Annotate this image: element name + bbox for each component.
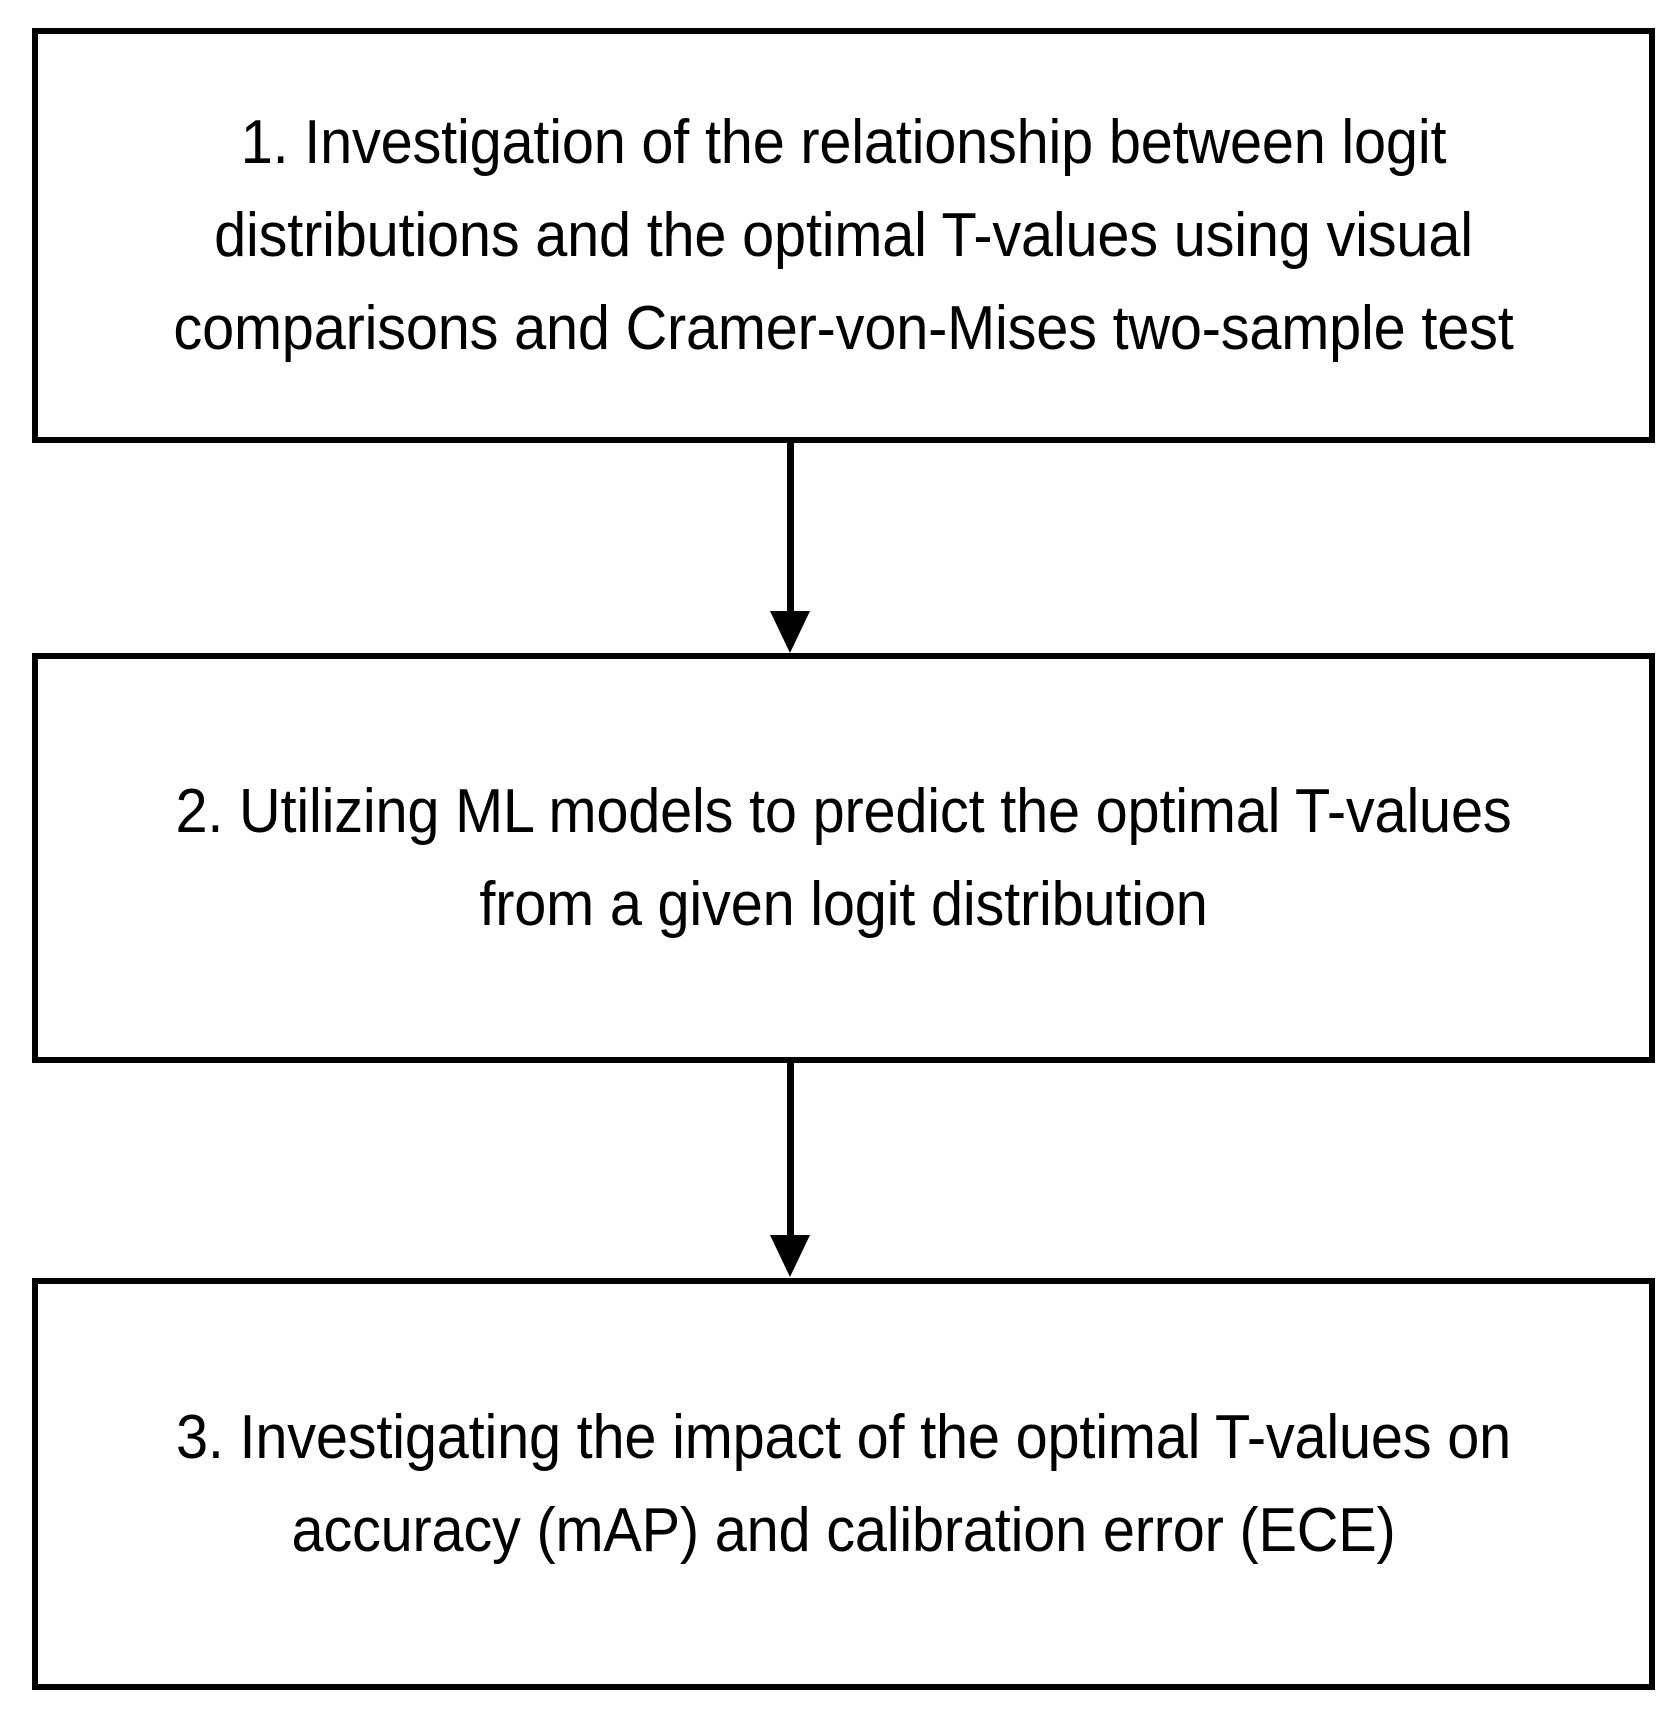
down-arrow-icon-step1-to-step2 [770,443,810,653]
flowchart-node-step-3: 3. Investigating the impact of the optim… [32,1278,1655,1690]
flowchart-node-step-1: 1. Investigation of the relationship bet… [32,28,1655,443]
arrow-shaft [787,443,794,615]
arrow-head [770,1235,810,1277]
flowchart-node-step-3-label: 3. Investigating the impact of the optim… [175,1403,1512,1565]
flowchart-node-step-1-label: 1. Investigation of the relationship bet… [173,108,1514,363]
down-arrow-icon-step2-to-step3 [770,1063,810,1278]
arrow-head [770,611,810,653]
arrow-shaft [787,1063,794,1239]
flowchart-node-step-2-label: 2. Utilizing ML models to predict the op… [175,777,1512,939]
flowchart-node-step-2: 2. Utilizing ML models to predict the op… [32,653,1655,1063]
